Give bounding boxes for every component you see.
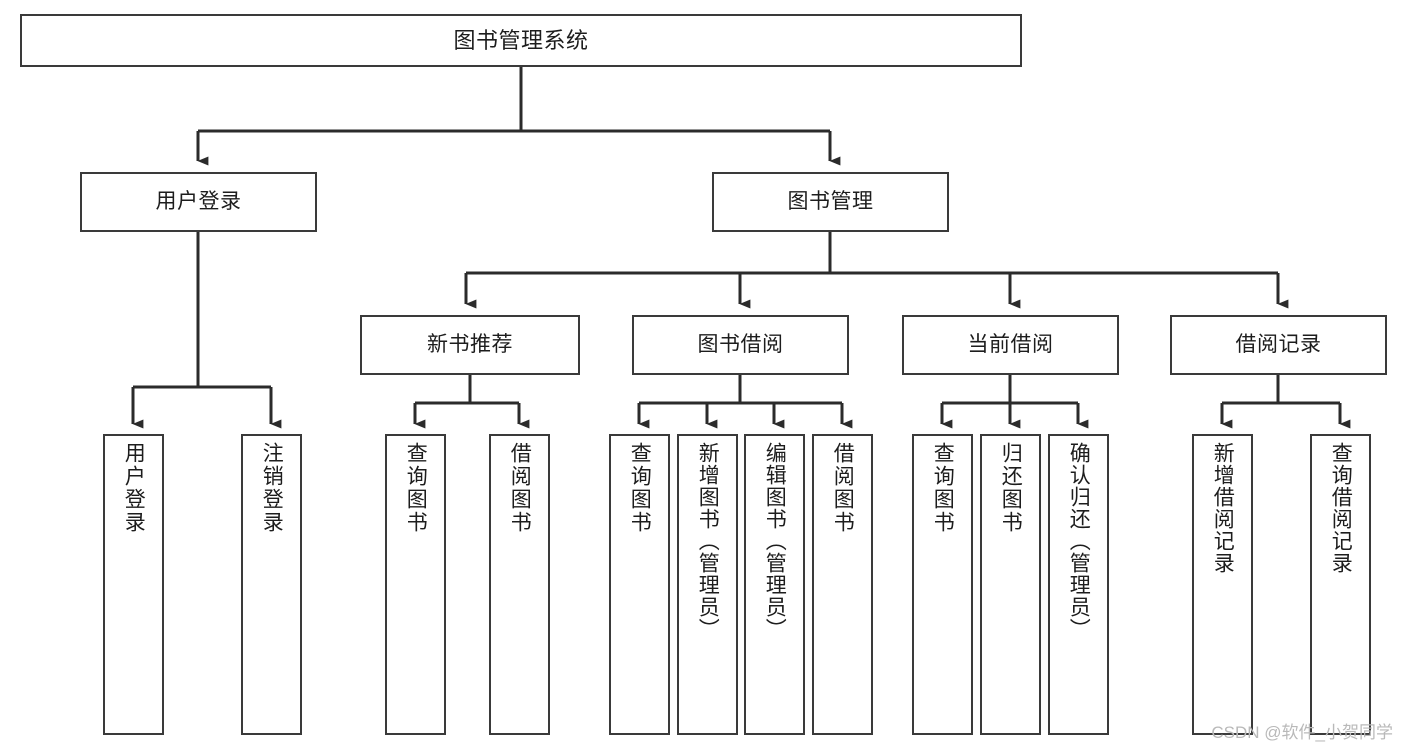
node-label: 归还图书 — [999, 442, 1023, 534]
node-leaf-query-book-borrow[interactable]: 查询图书 — [609, 434, 670, 735]
node-root-book-management-system[interactable]: 图书管理系统 — [20, 14, 1022, 67]
node-leaf-user-login[interactable]: 用户登录 — [103, 434, 164, 735]
node-book-management[interactable]: 图书管理 — [712, 172, 949, 232]
csdn-watermark: CSDN @软件_小贺同学 — [1211, 723, 1393, 742]
node-new-book-recommend[interactable]: 新书推荐 — [360, 315, 580, 375]
node-leaf-borrow-book-recommend[interactable]: 借阅图书 — [489, 434, 550, 735]
node-leaf-confirm-return-admin[interactable]: 确认归还（管理员） — [1048, 434, 1109, 735]
node-leaf-query-book-recommend[interactable]: 查询图书 — [385, 434, 446, 735]
node-leaf-edit-book-admin[interactable]: 编辑图书（管理员） — [744, 434, 805, 735]
node-book-borrow[interactable]: 图书借阅 — [632, 315, 849, 375]
node-label: 编辑图书（管理员） — [763, 442, 787, 640]
node-user-login[interactable]: 用户登录 — [80, 172, 317, 232]
node-label: 用户登录 — [155, 189, 242, 213]
node-leaf-add-book-admin[interactable]: 新增图书（管理员） — [677, 434, 738, 735]
node-leaf-query-book-current[interactable]: 查询图书 — [912, 434, 973, 735]
node-label: 当前借阅 — [967, 332, 1054, 356]
node-label: 查询图书 — [628, 442, 652, 534]
node-label: 新增借阅记录 — [1211, 442, 1235, 574]
node-label: 确认归还（管理员） — [1067, 442, 1091, 640]
node-label: 查询图书 — [404, 442, 428, 534]
node-borrow-record[interactable]: 借阅记录 — [1170, 315, 1387, 375]
node-leaf-query-borrow-record[interactable]: 查询借阅记录 — [1310, 434, 1371, 735]
node-label: 借阅图书 — [508, 442, 532, 534]
node-label: 借阅记录 — [1235, 332, 1322, 356]
node-leaf-logout-login[interactable]: 注销登录 — [241, 434, 302, 735]
node-label: 新增图书（管理员） — [696, 442, 720, 640]
node-label: 查询图书 — [931, 442, 955, 534]
node-leaf-borrow-book[interactable]: 借阅图书 — [812, 434, 873, 735]
node-label: 查询借阅记录 — [1329, 442, 1353, 574]
node-label: 图书管理系统 — [453, 27, 589, 53]
node-current-borrow[interactable]: 当前借阅 — [902, 315, 1119, 375]
node-label: 用户登录 — [122, 442, 146, 534]
node-label: 图书管理 — [787, 189, 874, 213]
node-label: 借阅图书 — [831, 442, 855, 534]
node-label: 图书借阅 — [697, 332, 784, 356]
node-leaf-return-book[interactable]: 归还图书 — [980, 434, 1041, 735]
node-label: 注销登录 — [260, 442, 284, 534]
node-label: 新书推荐 — [427, 332, 513, 356]
node-leaf-add-borrow-record[interactable]: 新增借阅记录 — [1192, 434, 1253, 735]
